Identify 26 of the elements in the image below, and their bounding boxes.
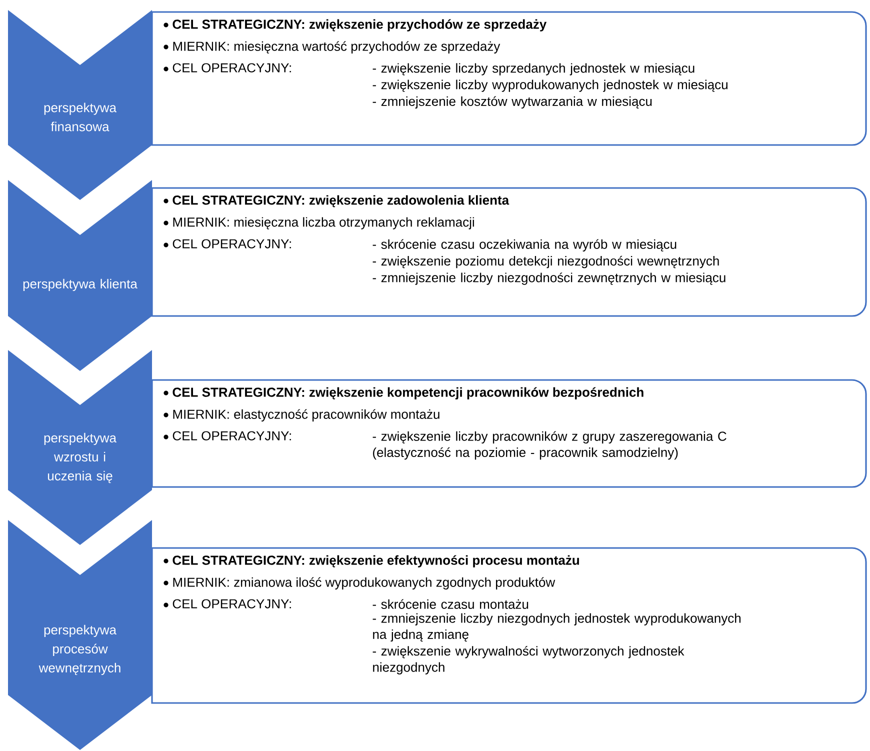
measure-text: MIERNIK: miesięczna liczba otrzymanych reklamacji — [173, 217, 474, 230]
goal-text: CEL STRATEGICZNY: zwiększenie przychodów ze sprzedaży — [172, 19, 547, 32]
perspective-band: perspektywa klienta — [8, 180, 152, 371]
operational-label: CEL OPERACYJNY: — [172, 599, 291, 608]
perspective-band: perspektywa procesów wewnętrznych — [8, 520, 152, 750]
measure-text: MIERNIK: miesięczna wartość przychodów ze sprzedaży — [173, 41, 500, 54]
goal-text: CEL STRATEGICZNY: zwiększenie efektywności procesu montażu — [172, 555, 579, 568]
goal-text: CEL STRATEGICZNY: zwiększenie zadowolenia klienta — [172, 195, 510, 208]
item-text: - zmniejszenie kosztów wytwarzania w miesiącu — [372, 96, 652, 109]
goal-text: CEL STRATEGICZNY: zwiększenie kompetencji pracowników bezpośrednich — [172, 387, 644, 400]
item-text: - zwiększenie liczby sprzedanych jednostek w miesiącu — [372, 63, 694, 76]
operational-label: CEL OPERACYJNY: — [172, 239, 291, 248]
operational-label: CEL OPERACYJNY: — [172, 63, 291, 72]
measure-text: MIERNIK: zmianowa ilość wyprodukowanych zgodnych produktów — [173, 577, 556, 590]
item-text: - skrócenie czasu oczekiwania na wyrób w miesiącu — [372, 239, 676, 252]
item-text: - skrócenie czasu montażu — [372, 599, 528, 609]
operational-label: CEL OPERACYJNY: — [172, 431, 291, 440]
item-text: - zwiększenie liczby wyprodukowanych jednostek w miesiącu — [372, 80, 728, 92]
item-text: - zmniejszenie liczby niezgodności zewnętrznych w miesiącu — [372, 272, 726, 285]
item-text: - zmniejszenie liczby niezgodnych jednostek wyprodukowanych na jedną zmianę — [372, 613, 741, 642]
item-text: - zwiększenie liczby pracowników z grupy zaszeregowania C (elastyczność na poziomie - pracownik samodzielny) — [372, 431, 726, 460]
item-text: - zwiększenie wykrywalności wytworzonych jednostek niezgodnych — [372, 646, 684, 674]
perspective-band: perspektywa finansowa — [8, 10, 152, 200]
item-text: - zwiększenie poziomu detekcji niezgodności wewnętrznych — [372, 256, 719, 268]
perspective-band: perspektywa wzrostu i uczenia się — [8, 350, 152, 545]
measure-text: MIERNIK: elastyczność pracowników montażu — [173, 409, 440, 422]
